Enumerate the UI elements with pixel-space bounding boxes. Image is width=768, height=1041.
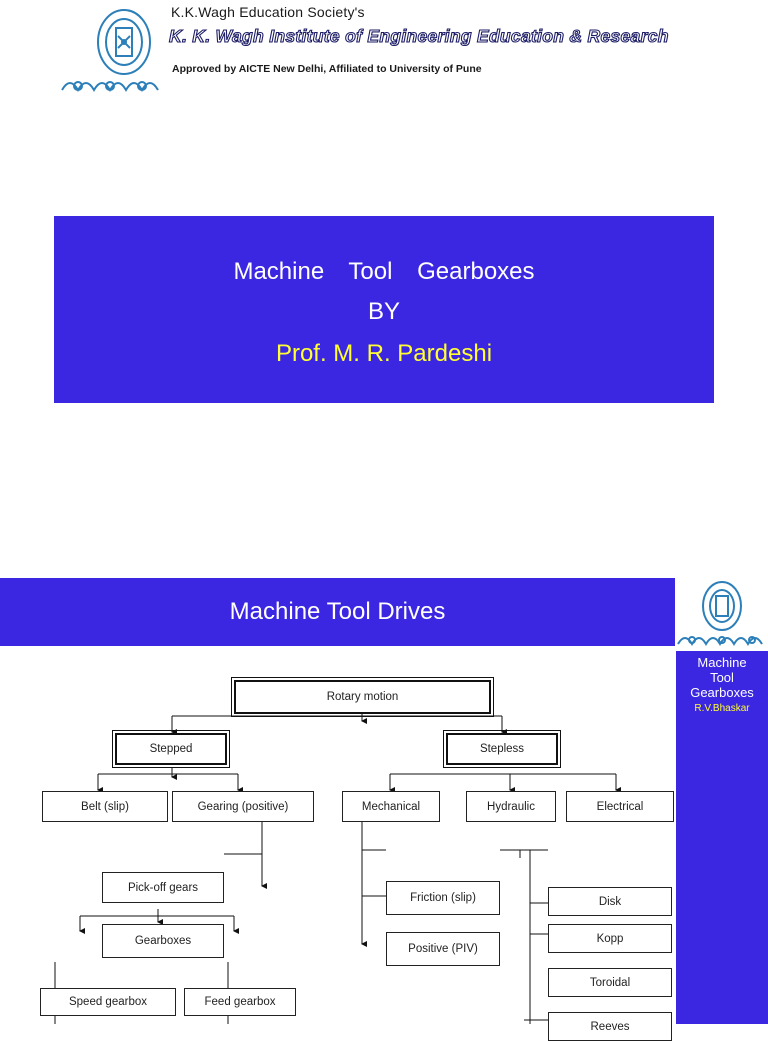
flow-label: Mechanical bbox=[361, 800, 421, 813]
flow-label: Toroidal bbox=[589, 976, 631, 989]
approval-text: Approved by AICTE New Delhi, Affiliated … bbox=[172, 63, 482, 75]
flow-label: Speed gearbox bbox=[68, 996, 147, 1008]
flow-box-hydraulic: Hydraulic bbox=[466, 791, 556, 822]
flow-label: Gearboxes bbox=[134, 935, 192, 947]
slide-title: Machine Tool Drives bbox=[229, 598, 446, 625]
flow-label: Stepped bbox=[149, 743, 193, 755]
flow-box-kopp: Kopp bbox=[548, 924, 672, 953]
flow-box-belt: Belt (slip) bbox=[42, 791, 168, 822]
flow-label: Disk bbox=[598, 895, 622, 908]
flow-box-speed-gearbox: Speed gearbox bbox=[40, 988, 176, 1016]
flow-box-pick-off-gears: Pick-off gears bbox=[102, 872, 224, 903]
slide-title-bar bbox=[0, 578, 675, 646]
flow-label: Hydraulic bbox=[487, 800, 535, 813]
presentation-author: Prof. M. R. Pardeshi bbox=[275, 340, 493, 367]
side-caption-line: Machine bbox=[697, 655, 747, 670]
flow-box-rotary-motion: Rotary motion bbox=[231, 677, 494, 717]
flow-label: Positive (PIV) bbox=[408, 943, 478, 955]
institute-seal-icon bbox=[677, 581, 763, 646]
flow-label: Electrical bbox=[596, 800, 644, 813]
flow-box-mechanical: Mechanical bbox=[342, 791, 440, 822]
flow-label: Rotary motion bbox=[326, 691, 399, 703]
flow-label: Kopp bbox=[596, 932, 624, 945]
society-name: K.K.Wagh Education Society's bbox=[171, 4, 365, 20]
institute-name: K. K. Wagh Institute of Engineering Educ… bbox=[168, 25, 669, 46]
flow-box-reeves: Reeves bbox=[548, 1012, 672, 1041]
flow-box-electrical: Electrical bbox=[566, 791, 674, 822]
flow-label: Feed gearbox bbox=[204, 996, 276, 1008]
flow-label: Belt (slip) bbox=[81, 800, 129, 813]
flow-label: Stepless bbox=[479, 743, 525, 755]
flow-box-stepless: Stepless bbox=[443, 730, 561, 768]
side-author: R.V.Bhaskar bbox=[694, 703, 750, 714]
by-label: BY bbox=[367, 298, 400, 325]
flow-box-feed-gearbox: Feed gearbox bbox=[184, 988, 296, 1016]
flow-label: Pick-off gears bbox=[127, 881, 199, 894]
flow-box-gearing: Gearing (positive) bbox=[172, 791, 314, 822]
flow-box-friction: Friction (slip) bbox=[386, 881, 500, 915]
institute-seal-icon bbox=[61, 9, 159, 93]
flow-label: Gearing (positive) bbox=[197, 800, 289, 813]
presentation-title: Machine Tool Gearboxes bbox=[233, 258, 535, 285]
flow-box-disk: Disk bbox=[548, 887, 672, 916]
side-caption: Machine Tool Gearboxes R.V.Bhaskar bbox=[676, 655, 768, 716]
flow-box-stepped: Stepped bbox=[112, 730, 230, 768]
flow-box-toroidal: Toroidal bbox=[548, 968, 672, 997]
side-panel: Machine Tool Gearboxes R.V.Bhaskar bbox=[676, 651, 768, 1024]
flow-box-positive: Positive (PIV) bbox=[386, 932, 500, 966]
flow-box-gearboxes: Gearboxes bbox=[102, 924, 224, 958]
title-slide-box: Machine Tool Gearboxes BY Prof. M. R. Pa… bbox=[54, 216, 714, 403]
flow-label: Friction (slip) bbox=[410, 892, 476, 904]
flow-label: Reeves bbox=[590, 1020, 630, 1033]
side-caption-line: Gearboxes bbox=[690, 685, 754, 700]
side-caption-line: Tool bbox=[710, 670, 734, 685]
